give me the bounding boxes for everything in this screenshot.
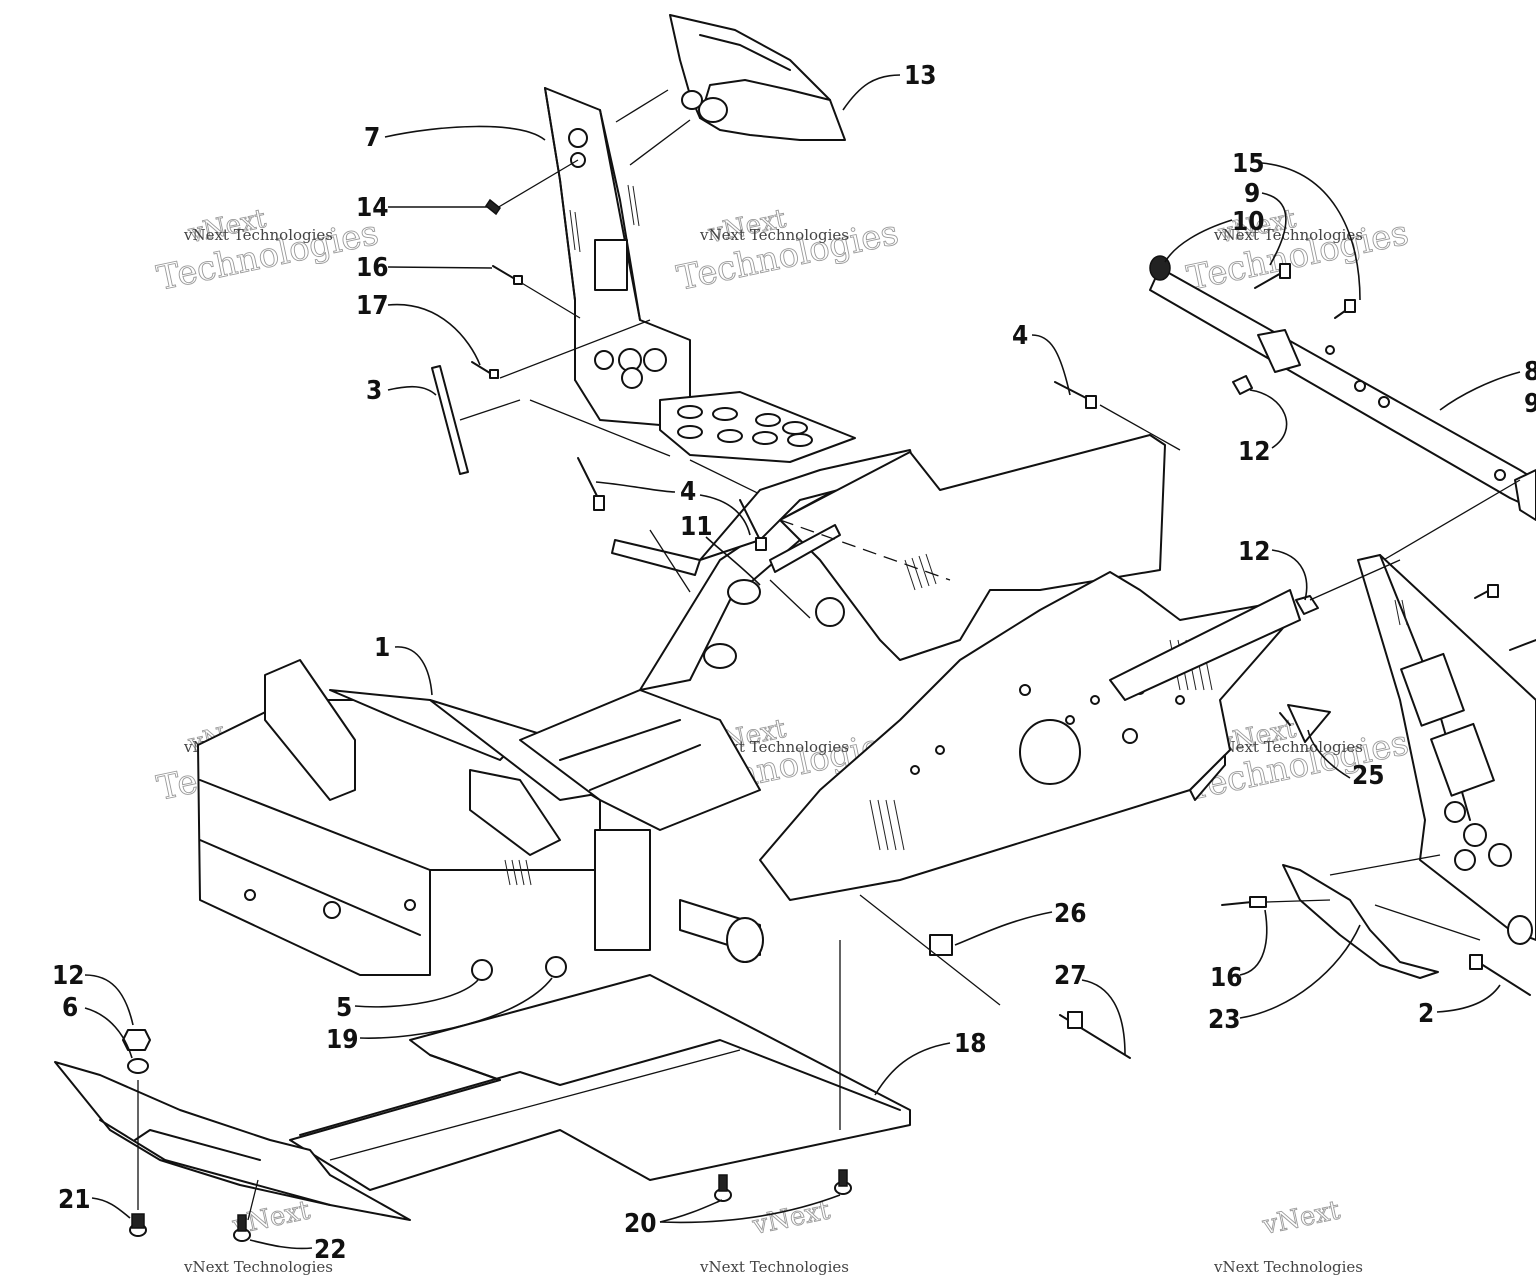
callout-11: 11 xyxy=(680,512,713,542)
callout-group: 13 7 14 16 17 3 4 4 11 1 15 9 10 8 9 12 … xyxy=(52,61,1536,1265)
callout-22: 22 xyxy=(314,1235,347,1265)
callout-8: 8 xyxy=(1524,357,1536,387)
grommet-19 xyxy=(545,956,567,978)
callout-3: 3 xyxy=(366,376,382,406)
callout-20: 20 xyxy=(624,1209,657,1239)
bolt-9 xyxy=(1279,263,1291,279)
callout-13: 13 xyxy=(904,61,937,91)
svg-text:vNext: vNext xyxy=(1259,1195,1343,1241)
watermark-text-2: vNext Technologies xyxy=(699,226,849,244)
watermark-text-7: vNext Technologies xyxy=(183,1258,333,1276)
callout-4-mid: 4 xyxy=(680,477,696,507)
callout-16-left: 16 xyxy=(356,253,389,283)
callout-25: 25 xyxy=(1352,761,1385,791)
callout-27: 27 xyxy=(1054,961,1087,991)
bolt-15 xyxy=(1344,299,1356,313)
nut-12-mid xyxy=(1295,595,1319,615)
callout-17: 17 xyxy=(356,291,389,321)
callout-23: 23 xyxy=(1208,1005,1241,1035)
callout-26: 26 xyxy=(1054,899,1087,929)
callout-19: 19 xyxy=(326,1025,359,1055)
nut-12-bottom xyxy=(122,1029,151,1051)
clip-25 xyxy=(1287,704,1331,743)
callout-10: 10 xyxy=(1232,207,1265,237)
callout-14: 14 xyxy=(356,193,389,223)
fasteners-bottom-left xyxy=(122,1029,852,1242)
callout-9-top: 9 xyxy=(1244,179,1260,209)
assembly-lines-upper xyxy=(459,89,781,505)
watermark-text-6: vNext Technologies xyxy=(1213,738,1363,756)
watermark-text-9: vNext Technologies xyxy=(1213,1258,1363,1276)
part-steering-support xyxy=(544,87,856,463)
callout-6: 6 xyxy=(62,993,78,1023)
screw-14 xyxy=(484,198,502,216)
callout-18: 18 xyxy=(954,1029,987,1059)
part-lower-bracket xyxy=(1221,854,1531,996)
washer-6 xyxy=(127,1058,149,1074)
nut-12-right xyxy=(1232,375,1253,395)
part-console-cover xyxy=(669,14,846,141)
clip-26 xyxy=(929,934,953,956)
callout-9-right: 9 xyxy=(1524,389,1536,419)
watermark-text-1: vNext Technologies xyxy=(183,226,333,244)
watermark-text-8: vNext Technologies xyxy=(699,1258,849,1276)
callout-2: 2 xyxy=(1418,999,1434,1029)
callout-1: 1 xyxy=(374,633,390,663)
callout-12-bottom: 12 xyxy=(52,961,85,991)
part-main-frame xyxy=(197,381,1331,1059)
callout-16-right: 16 xyxy=(1210,963,1243,993)
rivet-2 xyxy=(1469,954,1483,970)
callout-12-mid: 12 xyxy=(1238,537,1271,567)
callout-4-right: 4 xyxy=(1012,321,1028,351)
fasteners-upper-left xyxy=(431,198,523,475)
part-front-skid xyxy=(54,1061,411,1221)
part-belly-pan xyxy=(289,940,911,1191)
reflector-11-left xyxy=(611,539,701,576)
watermark-text-3: vNext Technologies xyxy=(1213,226,1363,244)
rod-3 xyxy=(431,365,469,475)
part-right-support xyxy=(1295,554,1536,945)
callout-12-right: 12 xyxy=(1238,437,1271,467)
part-steering-shaft xyxy=(1149,255,1536,566)
callout-7: 7 xyxy=(364,123,380,153)
rivet-16-right xyxy=(1249,896,1267,908)
callout-21: 21 xyxy=(58,1185,91,1215)
grommet-5 xyxy=(471,959,493,981)
watermark-9: vNext xyxy=(1259,1195,1344,1242)
callout-15: 15 xyxy=(1232,149,1265,179)
callout-5: 5 xyxy=(336,993,352,1023)
reflector-11-right xyxy=(769,524,841,573)
